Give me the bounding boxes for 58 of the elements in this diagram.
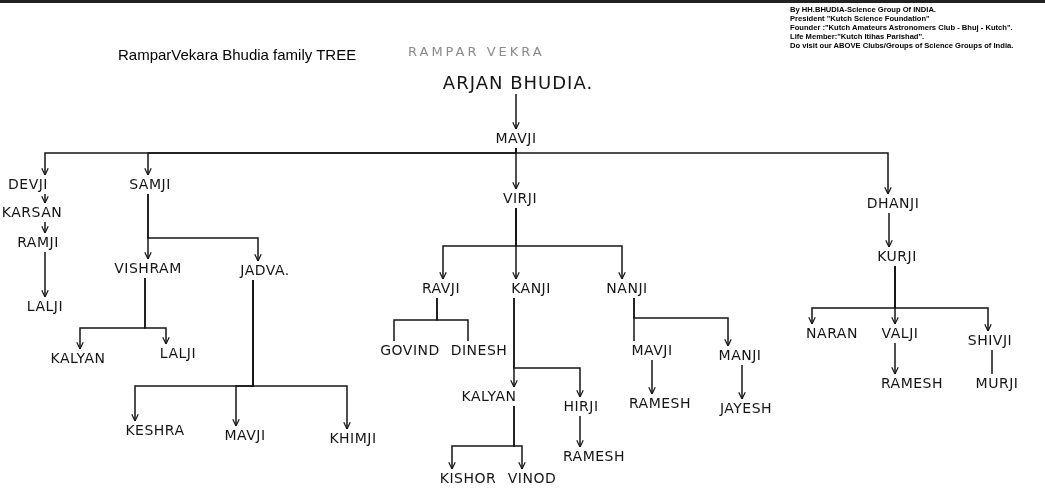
- person-name: KURJI: [877, 248, 917, 265]
- person-name: MAVJI: [495, 130, 537, 147]
- arrow: [147, 193, 262, 262]
- person-name: RAMESH: [880, 375, 944, 392]
- person-name: KESHRA: [125, 422, 185, 439]
- person-name: KARSAN: [1, 204, 63, 221]
- arrow: [648, 359, 656, 395]
- arrow: [252, 279, 351, 430]
- person-name: VIRJI: [502, 190, 538, 207]
- arrow: [891, 342, 899, 375]
- arrow: [633, 297, 732, 347]
- person-name: RAVJI: [421, 280, 461, 297]
- person-name: ARJAN BHUDIA.: [442, 72, 594, 93]
- arrow: [513, 297, 584, 398]
- arrow: [41, 193, 49, 204]
- person-name: RAMESH: [628, 395, 692, 412]
- person-name: VALJI: [881, 325, 919, 342]
- person-name: JAYESH: [719, 400, 773, 417]
- arrow: [515, 147, 892, 195]
- arrow: [41, 251, 49, 298]
- person-name: KALYAN: [50, 350, 106, 367]
- person-name: VINOD: [507, 470, 557, 487]
- person-name: RAMJI: [17, 234, 59, 251]
- handwritten-note: RAMPAR VEKRA: [408, 44, 545, 59]
- person-name: LALJI: [159, 345, 197, 362]
- connector-line: [436, 297, 469, 342]
- arrow: [513, 405, 526, 470]
- person-name: VISHRAM: [114, 260, 182, 277]
- connector-line: [991, 349, 993, 375]
- arrow: [144, 277, 170, 345]
- person-name: NARAN: [806, 325, 858, 342]
- diagram-title: RamparVekara Bhudia family TREE: [118, 46, 357, 63]
- person-name: SAMJI: [129, 176, 171, 193]
- arrow: [515, 207, 626, 280]
- person-name: MAVJI: [224, 427, 266, 444]
- arrow: [894, 265, 992, 332]
- person-name: KANJI: [511, 280, 551, 297]
- person-name: DEVJI: [8, 176, 48, 193]
- person-name: KALYAN: [461, 388, 517, 405]
- person-name: KHIMJI: [329, 430, 377, 447]
- person-name: MAVJI: [631, 342, 673, 359]
- person-name: GOVIND: [380, 342, 440, 359]
- arrow: [885, 212, 893, 248]
- arrow: [41, 221, 49, 234]
- person-name: KISHOR: [439, 470, 497, 487]
- person-name: SHIVJI: [967, 332, 1013, 349]
- person-name: RAMESH: [562, 448, 626, 465]
- person-name: JADVA.: [240, 262, 290, 279]
- person-name: DHANJI: [866, 195, 920, 212]
- person-name: DINESH: [450, 342, 508, 359]
- person-name: LALJI: [26, 298, 64, 315]
- arrow: [512, 93, 520, 130]
- arrow: [576, 415, 584, 448]
- person-name: HIRJI: [563, 398, 599, 415]
- person-name: MANJI: [718, 347, 762, 364]
- person-name: MURJI: [975, 375, 1019, 392]
- person-name: NANJI: [606, 280, 648, 297]
- arrow: [738, 364, 746, 400]
